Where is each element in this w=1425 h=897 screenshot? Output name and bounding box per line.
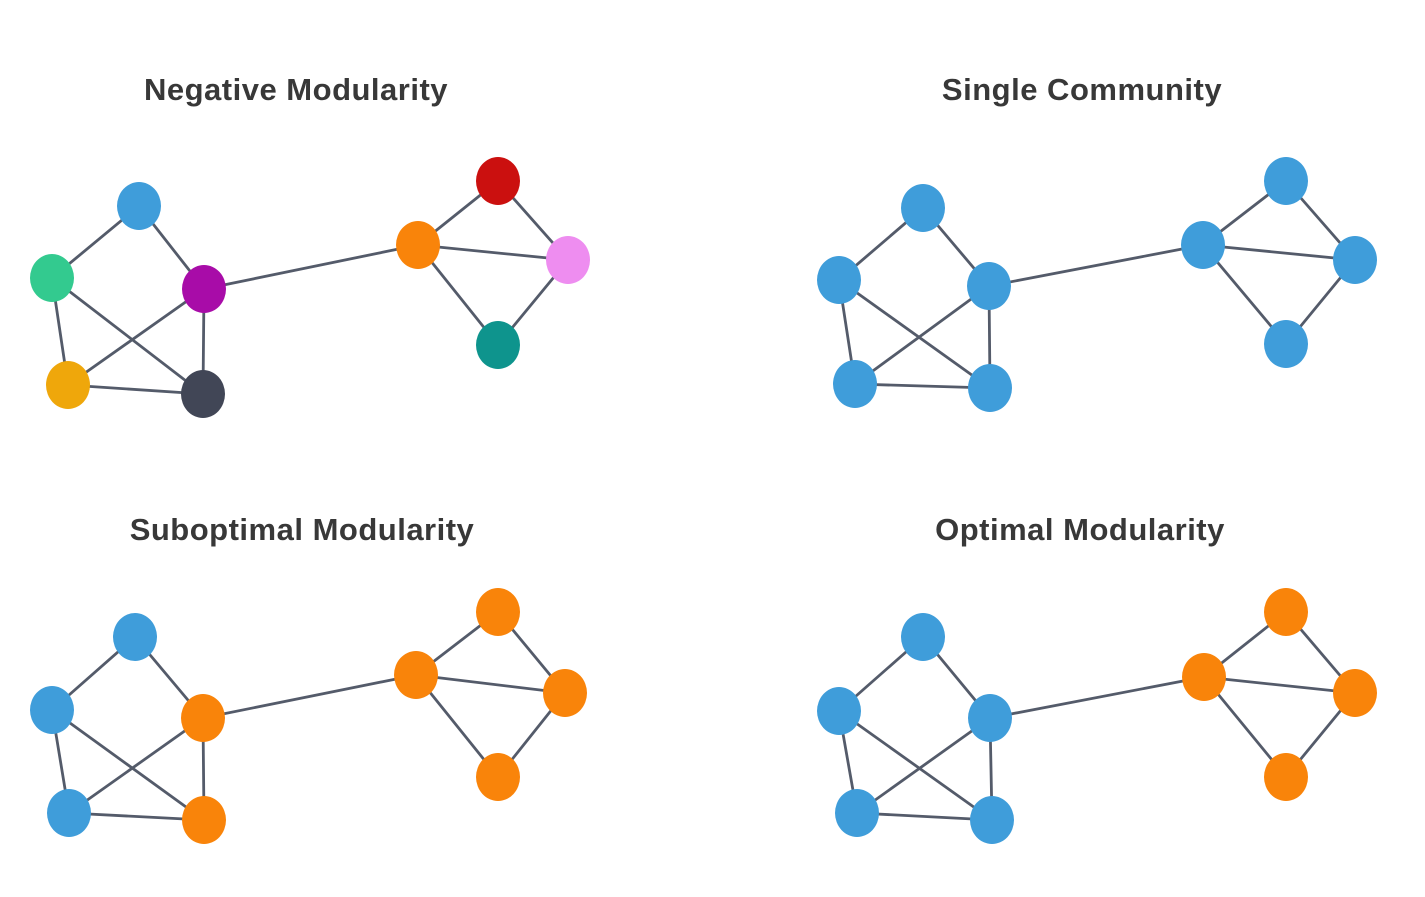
graph-node [181, 370, 225, 418]
graph-node [1264, 157, 1308, 205]
panel-negative-modularity: Negative Modularity [0, 0, 712, 448]
graph-edge [67, 716, 205, 815]
panel-suboptimal-modularity: Suboptimal Modularity [0, 448, 712, 897]
graph-node [476, 157, 520, 205]
panel-single-community: Single Community [712, 0, 1425, 448]
graph-node [394, 651, 438, 699]
graph-edge [416, 243, 570, 262]
graph-node [47, 789, 91, 837]
graph-node [1333, 669, 1377, 717]
graph-edge [50, 708, 206, 822]
graph-node [396, 221, 440, 269]
graph-node [181, 694, 225, 742]
panel-title-negative-modularity: Negative Modularity [143, 72, 449, 107]
graph-edge [414, 673, 567, 695]
graph-edge [837, 278, 992, 390]
graph-edge [66, 287, 206, 387]
network-graph-negative-modularity [30, 157, 590, 418]
graph-node [1333, 236, 1377, 284]
graph-node [970, 796, 1014, 844]
graph-node [117, 182, 161, 230]
graph-edge [855, 716, 992, 815]
graph-node [833, 360, 877, 408]
graph-node [835, 789, 879, 837]
graph-edge [50, 276, 205, 396]
graph-node [1264, 588, 1308, 636]
graph-edge [201, 673, 418, 720]
graph-node [476, 753, 520, 801]
network-graph-suboptimal-modularity [30, 588, 587, 844]
graph-edge [1201, 243, 1357, 262]
panel-title-single-community: Single Community [941, 72, 1223, 107]
graph-node [817, 687, 861, 735]
graph-edge [202, 243, 420, 291]
graph-node [113, 613, 157, 661]
graph-edge [855, 811, 994, 822]
graph-edge [66, 383, 205, 396]
graph-node [476, 321, 520, 369]
graph-node [30, 686, 74, 734]
graph-edge [988, 675, 1206, 720]
graph-node [901, 613, 945, 661]
graph-node [46, 361, 90, 409]
graph-edge [1202, 675, 1357, 695]
graph-edge [67, 811, 206, 822]
graph-node [182, 796, 226, 844]
graph-node [1264, 320, 1308, 368]
panel-title-suboptimal-modularity: Suboptimal Modularity [129, 512, 475, 547]
graph-node [182, 265, 226, 313]
graph-node [817, 256, 861, 304]
panel-optimal-modularity: Optimal Modularity [712, 448, 1425, 897]
graph-node [1264, 753, 1308, 801]
graph-node [968, 364, 1012, 412]
graph-node [901, 184, 945, 232]
graph-node [546, 236, 590, 284]
graph-node [476, 588, 520, 636]
graph-node [30, 254, 74, 302]
graph-edge [837, 709, 994, 822]
graph-edge [853, 382, 992, 390]
network-graph-optimal-modularity [817, 588, 1377, 844]
graph-edge [987, 243, 1205, 288]
graph-node [967, 262, 1011, 310]
network-graph-single-community [817, 157, 1377, 412]
graph-node [1181, 221, 1225, 269]
graph-node [1182, 653, 1226, 701]
graph-node [968, 694, 1012, 742]
graph-edge [853, 284, 991, 386]
panel-title-optimal-modularity: Optimal Modularity [935, 512, 1225, 547]
graph-node [543, 669, 587, 717]
